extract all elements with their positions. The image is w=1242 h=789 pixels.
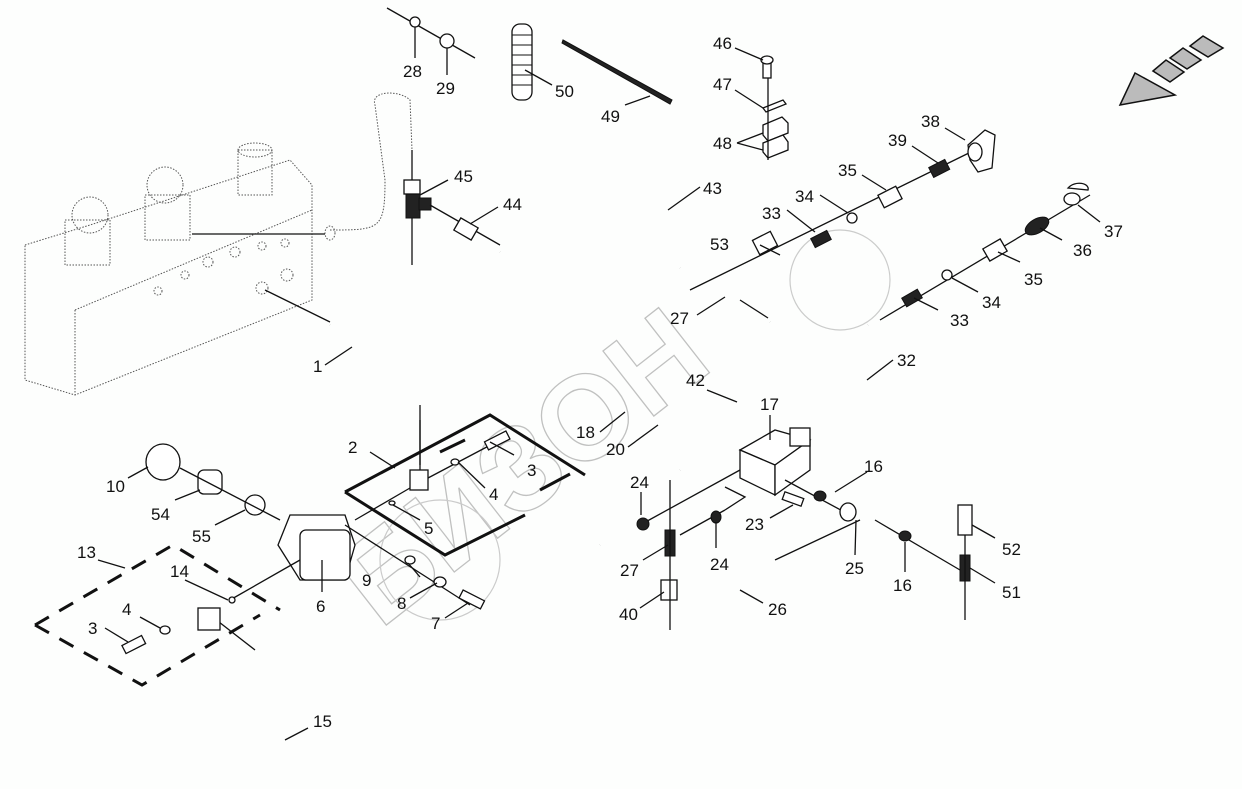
callout-39: 39 <box>888 131 907 150</box>
callout-3: 3 <box>527 461 536 480</box>
bolt-23 <box>781 490 805 508</box>
callout-48: 48 <box>713 134 732 153</box>
part-24b <box>710 510 722 524</box>
callout-50: 50 <box>555 82 574 101</box>
hose-1 <box>328 322 421 465</box>
callout-27b: 27 <box>620 561 639 580</box>
callout-10: 10 <box>106 477 125 496</box>
quick-coupler-52 <box>957 504 973 536</box>
callout-49: 49 <box>601 107 620 126</box>
upper-fitting-chain <box>751 129 996 256</box>
callout-53: 53 <box>710 235 729 254</box>
callout-1: 1 <box>313 357 322 376</box>
washer-8 <box>433 576 447 588</box>
part-40 <box>660 579 678 601</box>
part-50-spiral-guard <box>511 23 533 101</box>
callout-8: 8 <box>397 594 406 613</box>
callout-33: 33 <box>762 204 781 223</box>
callout-26: 26 <box>768 600 787 619</box>
callout-3b: 3 <box>88 619 97 638</box>
callout-32: 32 <box>897 351 916 370</box>
o-ring-10 <box>145 443 181 481</box>
callout-16: 16 <box>864 457 883 476</box>
callout-45: 45 <box>454 167 473 186</box>
callout-24: 24 <box>630 473 649 492</box>
callout-38: 38 <box>921 112 940 131</box>
hose-32 <box>859 323 1082 740</box>
callout-5: 5 <box>424 519 433 538</box>
callout-34b: 34 <box>982 293 1001 312</box>
part-24 <box>636 517 650 531</box>
part-16b <box>898 530 912 542</box>
callout-42: 42 <box>686 371 705 390</box>
callout-27: 27 <box>670 309 689 328</box>
part-28 <box>409 16 421 28</box>
callout-24b: 24 <box>710 555 729 574</box>
callout-34: 34 <box>795 187 814 206</box>
callout-25: 25 <box>845 559 864 578</box>
callout-36: 36 <box>1073 241 1092 260</box>
callout-17: 17 <box>760 395 779 414</box>
callout-51: 51 <box>1002 583 1021 602</box>
washer-9 <box>404 555 416 565</box>
callout-7: 7 <box>431 614 440 633</box>
callout-47: 47 <box>713 75 732 94</box>
callout-labels: 28 29 50 49 46 47 48 38 39 35 34 33 53 4… <box>77 34 1123 731</box>
callout-43: 43 <box>703 179 722 198</box>
callout-16b: 16 <box>893 576 912 595</box>
hydraulic-tank <box>24 92 413 396</box>
part-29 <box>439 33 455 49</box>
callout-52: 52 <box>1002 540 1021 559</box>
callout-4: 4 <box>489 485 498 504</box>
direction-arrow-icon <box>1118 35 1225 106</box>
hose-42 <box>678 319 821 473</box>
callout-4b: 4 <box>122 600 131 619</box>
lower-fitting-chain <box>901 182 1089 308</box>
valve-block-17 <box>639 427 851 536</box>
callout-23: 23 <box>745 515 764 534</box>
callout-44: 44 <box>503 195 522 214</box>
callout-20: 20 <box>606 440 625 459</box>
callout-2: 2 <box>348 438 357 457</box>
callout-35b: 35 <box>1024 270 1043 289</box>
kit-frame-13 <box>34 543 281 687</box>
callout-37: 37 <box>1104 222 1123 241</box>
callout-55: 55 <box>192 527 211 546</box>
hose-26 <box>663 557 777 700</box>
callout-15: 15 <box>313 712 332 731</box>
callout-28: 28 <box>403 62 422 81</box>
part-49-cable-tie <box>561 39 673 105</box>
callout-13: 13 <box>77 543 96 562</box>
callout-9: 9 <box>362 571 371 590</box>
filter-housing-6 <box>229 514 471 606</box>
callout-29: 29 <box>436 79 455 98</box>
callout-6: 6 <box>316 597 325 616</box>
clamp-assembly <box>760 55 789 160</box>
callout-18: 18 <box>576 423 595 442</box>
callout-40: 40 <box>619 605 638 624</box>
callout-54: 54 <box>151 505 170 524</box>
callout-46: 46 <box>713 34 732 53</box>
part-25 <box>839 502 857 522</box>
callout-35: 35 <box>838 161 857 180</box>
part-54 <box>197 469 223 495</box>
hose-43 <box>498 167 682 285</box>
part-16 <box>813 490 827 502</box>
tee-fitting-45 <box>403 150 501 265</box>
ring-55 <box>244 494 266 516</box>
leader-lines <box>97 27 1101 741</box>
bolt-7 <box>458 589 486 610</box>
kit-frame-2 <box>344 413 586 557</box>
callout-33b: 33 <box>950 311 969 330</box>
callout-14: 14 <box>170 562 189 581</box>
